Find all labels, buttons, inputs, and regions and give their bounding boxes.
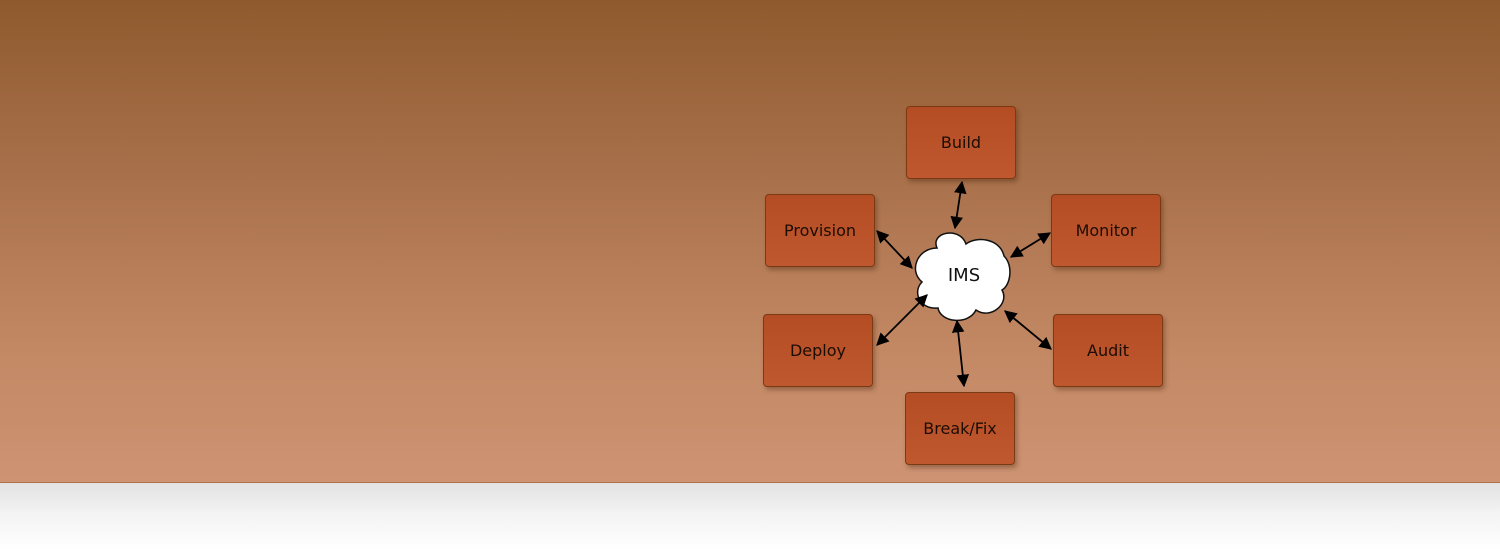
- node-build-label: Build: [940, 133, 982, 152]
- node-breakfix-label: Break/Fix: [923, 419, 997, 438]
- node-audit[interactable]: Audit: [1053, 314, 1163, 387]
- floor-gradient: [0, 483, 1500, 550]
- hub-label: IMS: [947, 265, 981, 286]
- node-provision-label: Provision: [783, 221, 856, 240]
- node-deploy-label: Deploy: [789, 341, 847, 360]
- node-provision[interactable]: Provision: [765, 194, 875, 267]
- node-deploy[interactable]: Deploy: [763, 314, 873, 387]
- node-breakfix[interactable]: Break/Fix: [905, 392, 1015, 465]
- node-audit-label: Audit: [1087, 341, 1129, 360]
- node-monitor[interactable]: Monitor: [1051, 194, 1161, 267]
- node-build[interactable]: Build: [906, 106, 1016, 179]
- node-monitor-label: Monitor: [1075, 221, 1137, 240]
- header-banner: [0, 0, 1500, 483]
